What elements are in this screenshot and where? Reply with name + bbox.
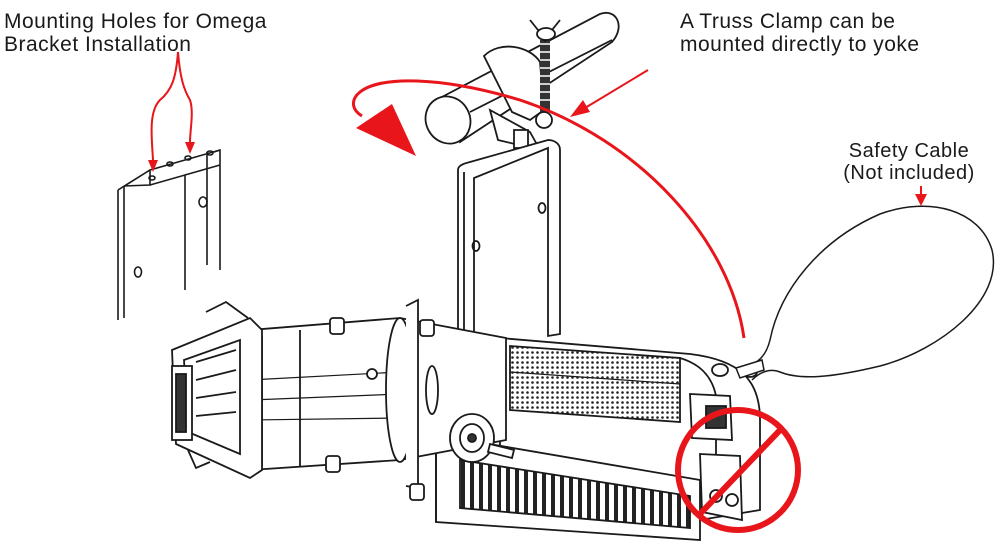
truss-clamp-arrow-line <box>584 69 649 109</box>
truss-clamp-label-line1: A Truss Clamp can be <box>680 10 896 33</box>
mounting-hole-arrows <box>150 51 193 161</box>
safety-cable-arrowhead <box>915 194 927 206</box>
safety-cable-label-line2: (Not included) <box>843 162 975 184</box>
arrowhead-hole-2 <box>185 142 195 154</box>
fixture-base <box>435 439 701 541</box>
lens-front-cap <box>171 300 263 480</box>
tilt-lock-knob <box>449 413 516 463</box>
mounting-holes-label: Mounting Holes for Omega Bracket Install… <box>4 10 267 56</box>
prohibited-icon <box>675 407 801 533</box>
safety-cable-label-line1: Safety Cable <box>848 140 970 162</box>
omega-bracket <box>117 148 221 320</box>
arrowhead-hole-1 <box>148 160 158 172</box>
safety-cable-label: Safety Cable (Not included) <box>818 140 1000 184</box>
rotation-arrowhead <box>356 104 416 156</box>
truss-clamp-label-line2: mounted directly to yoke <box>680 33 920 56</box>
truss-clamp-label: A Truss Clamp can be mounted directly to… <box>680 10 920 56</box>
truss-clamp-arrowhead <box>570 100 590 117</box>
rotation-arrow-curve <box>352 79 746 339</box>
lens-barrel <box>249 298 507 501</box>
safety-cable <box>735 205 995 381</box>
mounting-holes-label-line1: Mounting Holes for Omega <box>4 10 267 33</box>
mounting-holes-label-line2: Bracket Installation <box>4 33 192 56</box>
